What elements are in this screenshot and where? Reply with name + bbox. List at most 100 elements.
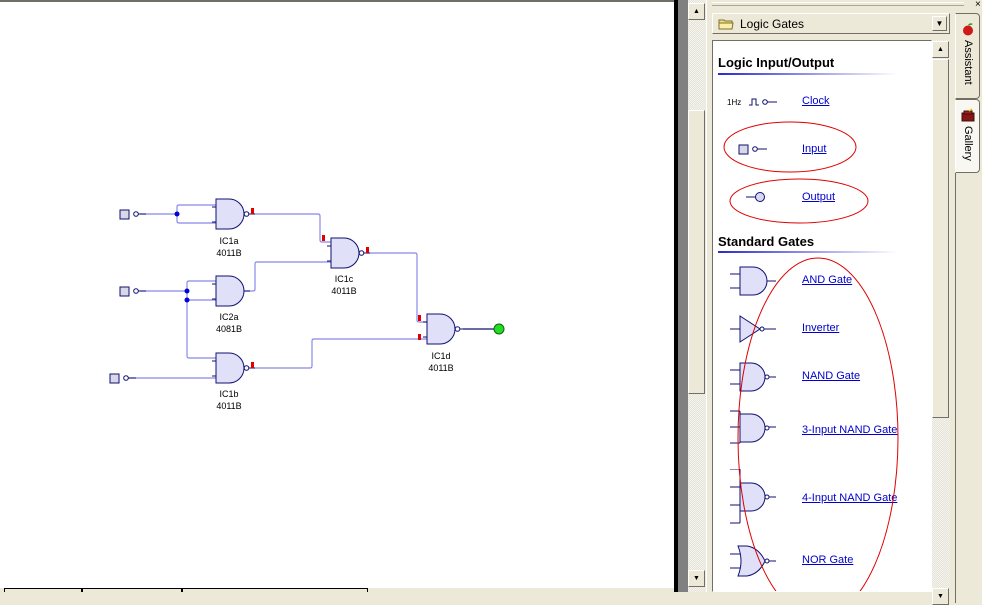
logic-input-3[interactable] [109,373,136,384]
scroll-up-button[interactable]: ▲ [688,3,705,20]
wire[interactable] [186,300,216,359]
tab-gallery-label: Gallery [962,126,974,161]
annotation-overlay [723,121,899,591]
side-tabs: Assistant Gallery [955,13,982,603]
arrow-up-icon: ▲ [693,8,700,15]
logic-high-marker [322,235,325,241]
gallery-link-clock[interactable]: Clock [802,95,830,107]
gallery-link-nand-gate[interactable]: NAND Gate [802,370,861,382]
tab-assistant[interactable]: Assistant [955,13,980,99]
logic-high-marker [418,315,421,321]
gate-IC1d[interactable] [418,313,466,345]
wire[interactable] [243,261,331,292]
gate-IC1c[interactable] [322,235,370,269]
gallery-item-input[interactable]: Input [713,139,923,161]
gallery-item-and-gate[interactable]: AND Gate [713,263,923,299]
sheet-tab[interactable] [4,588,82,592]
wire[interactable] [367,252,427,323]
gates [212,198,466,384]
and-gate-icon [730,266,776,296]
nand3-gate-icon [730,410,776,444]
gate-body [426,313,456,345]
gate-body [215,275,245,307]
panel-splitter[interactable] [706,0,712,592]
gate-label-IC1a: IC1a [219,236,238,246]
gallery-link-and-gate[interactable]: AND Gate [802,274,853,286]
inverter-icon [730,315,776,343]
inversion-bubble [454,326,461,332]
wire[interactable] [176,214,216,224]
gallery-item-clock[interactable]: 1Hz Clock [713,91,923,113]
inversion-bubble [358,250,365,256]
logic-high-marker [251,362,254,368]
sheet-tab[interactable] [182,588,368,592]
chevron-down-icon: ▼ [935,19,944,28]
gate-IC1b[interactable] [212,352,255,384]
gallery-vertical-scrollbar[interactable]: ▲ ▼ [932,40,950,605]
gallery-item-output[interactable]: Output [713,187,923,209]
wire[interactable] [254,338,427,369]
gallery-item-nand4-gate[interactable]: 4-Input NAND Gate [713,469,923,531]
category-dropdown[interactable]: Logic Gates ▼ [712,13,950,34]
scroll-down-button[interactable]: ▼ [688,570,705,587]
scroll-up-button[interactable]: ▲ [932,41,949,58]
logic-input-1[interactable] [119,209,146,220]
annotation-ellipse-output [729,178,869,224]
junction-dot [184,288,190,294]
gallery-panel-grip[interactable] [712,0,974,10]
sheet-tab[interactable] [82,588,182,592]
gallery-link-inverter[interactable]: Inverter [802,322,840,334]
wire[interactable] [176,204,216,214]
gate-IC2a[interactable] [212,275,250,307]
scroll-thumb[interactable] [932,59,949,418]
tabs-strip [955,173,982,603]
wire[interactable] [254,213,331,243]
logic-output-icon [746,192,765,202]
gallery-item-nor-gate[interactable]: NOR Gate [713,543,923,579]
section-title-standard-gates: Standard Gates [718,234,815,249]
gallery-link-nand3-gate[interactable]: 3-Input NAND Gate [802,424,898,436]
arrow-down-icon: ▼ [693,575,700,582]
section-divider [718,251,898,253]
section-divider [718,73,898,75]
gate-IC1a[interactable] [212,198,255,230]
gallery-link-nand4-gate[interactable]: 4-Input NAND Gate [802,492,898,504]
gallery-link-nor-gate[interactable]: NOR Gate [802,554,854,566]
gate-label-IC1d: IC1d [431,351,450,361]
scroll-thumb[interactable] [688,110,705,394]
tab-gallery[interactable]: Gallery [955,99,980,173]
gate-body [215,352,245,384]
nand4-gate-icon [730,469,776,524]
schematic-canvas[interactable]: IC1a 4011B IC2a 4081B IC1b 4011B IC1c 40… [0,0,674,588]
gate-body [215,198,245,230]
schematic-drawing[interactable]: IC1a 4011B IC2a 4081B IC1b 4011B IC1c 40… [0,2,674,588]
logic-input-2[interactable] [119,286,146,297]
wire[interactable] [186,291,216,301]
sheet-tabs [0,588,674,592]
output-led[interactable] [493,323,505,335]
junction-dot [184,297,190,303]
apple-icon [963,23,973,36]
gate-label-IC1c: IC1c [335,274,354,284]
wire[interactable] [186,280,216,291]
section-title-io: Logic Input/Output [718,55,835,70]
gallery-link-output[interactable]: Output [802,191,836,203]
gallery-list: Logic Input/Output 1Hz Clock Input Outpu… [712,40,932,592]
gate-part-IC1a: 4011B [216,248,241,258]
nor-gate-icon [730,545,776,577]
canvas-vertical-scrollbar[interactable]: ▲ ▼ [688,0,706,592]
gallery-item-nand-gate[interactable]: NAND Gate [713,359,923,395]
logic-input-icon [738,144,767,155]
svg-text:1Hz: 1Hz [727,98,741,107]
close-icon[interactable]: × [975,0,981,10]
canvas-border [674,0,678,592]
gallery-item-inverter[interactable]: Inverter [713,311,923,347]
scroll-down-button[interactable]: ▼ [932,588,949,605]
gate-label-IC2a: IC2a [219,312,238,322]
logic-high-marker [418,334,421,340]
logic-inputs [109,209,146,384]
nand-gate-icon [730,362,776,392]
dropdown-button[interactable]: ▼ [932,16,947,31]
gallery-link-input[interactable]: Input [802,143,827,155]
gallery-item-nand3-gate[interactable]: 3-Input NAND Gate [713,407,923,457]
